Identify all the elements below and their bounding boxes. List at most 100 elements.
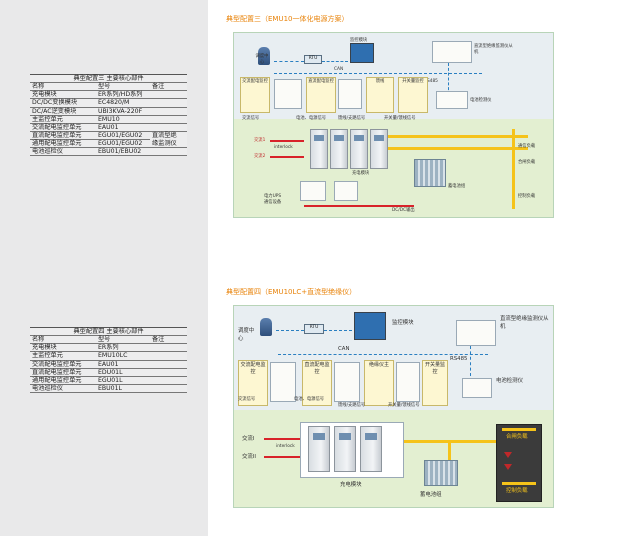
diode-icon: [504, 452, 512, 458]
cell: 直流型绝: [152, 131, 177, 139]
ac2-label: 交流II: [242, 454, 256, 460]
cell: EBU01/EBU02: [96, 147, 150, 157]
cell: EGU01L: [96, 376, 150, 385]
charger-cabinet: [334, 426, 356, 472]
dc-bus: [388, 135, 528, 138]
config4-diagram: 调度中心 RTU 监控模块 CAN 直流型绝缘监测仪从机 RS485 电池检测仪…: [233, 305, 554, 508]
cell: EAU01: [96, 123, 150, 132]
ac-dist-unit: [270, 362, 296, 402]
battery-group-label: 蓄电池组: [448, 184, 466, 189]
charger-cabinet: [330, 129, 348, 169]
closing-load-label: 合闸负载: [506, 434, 528, 440]
cell: DC/DC变换模块: [30, 98, 96, 108]
dcdc-box: [334, 181, 358, 201]
header-note: 备注: [150, 335, 187, 345]
config4-title: 典型配置四（EMU10LC+直流型绝缘仪）: [226, 288, 357, 296]
cell: [150, 360, 187, 369]
cell: 主监控单元: [30, 115, 96, 124]
link: [276, 330, 304, 331]
charger-cabinet: [360, 426, 382, 472]
cell: 通用配电监控单元: [30, 376, 96, 385]
config3-diagram: 调度中心 RTU 监控模块 CAN 直流型绝缘监测仪从机 RS485 电池检测仪…: [233, 32, 554, 218]
cell: EGU01/EGU02: [96, 139, 150, 149]
monitor-module-label: 监控模块: [350, 38, 368, 43]
dc-signal-label: 电池、电源信号: [296, 116, 327, 121]
switch-mon-label: 开关量监控: [424, 362, 445, 375]
output-line: [304, 205, 414, 207]
ac2-line: [264, 456, 302, 458]
can-bus: [278, 354, 488, 355]
dc-dist-label: 直流配电监控: [308, 79, 334, 84]
monitor-module-icon: [354, 312, 386, 340]
cell: [150, 115, 187, 124]
dc-dist-unit: [334, 362, 360, 402]
ac-dist-box: 交流配电监控: [238, 360, 268, 406]
dispatch-center-label: 调度中心: [255, 54, 269, 65]
ac-signal-label: 交流信号: [238, 397, 256, 402]
cell: ER系列: [96, 343, 150, 353]
load-bus: [512, 129, 515, 209]
insulation-label: 直流型绝缘监测仪从机: [474, 44, 513, 55]
load-bus: [502, 482, 536, 485]
monitor-module-label: 监控模块: [392, 320, 414, 326]
rs485-label: RS485: [424, 79, 438, 84]
rs485-label: RS485: [450, 356, 468, 362]
cell: 通用配电监控单元: [30, 139, 96, 149]
battery-group-icon: [414, 159, 446, 187]
insulation-main-box: 绝缘仪主: [364, 360, 394, 406]
charger-cabinet: [308, 426, 330, 472]
config3-title: 典型配置三（EMU10一体化电源方案）: [226, 15, 349, 23]
ups-label: 电力UPS: [264, 194, 282, 199]
dispatch-center-icon: [260, 318, 272, 336]
cell: 电池巡检仪: [30, 384, 96, 394]
ac-dist-unit: [274, 79, 302, 109]
ac2-label: 交流2: [254, 154, 266, 159]
dc-bus: [448, 440, 451, 462]
closing-load-label: 合闸负载: [518, 160, 536, 165]
monitor-module-icon: [350, 43, 374, 63]
header-model: 型号: [96, 82, 150, 92]
ups-box: [300, 181, 326, 201]
header-name: 名称: [30, 335, 96, 345]
insulation-box: [456, 320, 496, 346]
cell: [150, 351, 187, 361]
cell: 交流配电监控单元: [30, 360, 96, 369]
charge-module-label: 充电模块: [340, 482, 362, 488]
link: [448, 63, 449, 95]
power-zone: [234, 119, 553, 217]
can-label: CAN: [338, 346, 350, 352]
charger-cabinet: [310, 129, 328, 169]
rtu-box: RTU: [304, 55, 322, 64]
cell: EBU01L: [96, 384, 150, 394]
ups-devices-label: 通信设备: [264, 200, 282, 205]
link: [274, 61, 304, 62]
ac1-label: 交流I: [242, 436, 255, 442]
battery-detector-box: [436, 91, 468, 109]
cell: EMU10LC: [96, 351, 150, 361]
dispatch-center-icon: [258, 47, 270, 65]
general-dist-label: 开关量监控: [402, 79, 424, 84]
ac2-line: [270, 156, 304, 158]
ac-dist-label: 交流配电监控: [240, 362, 266, 375]
rtu-label: RTU: [308, 56, 318, 61]
feeder-signal-label: 馈线/支路信号: [338, 116, 366, 121]
dc-dist-unit: [338, 79, 362, 109]
cell: 充电模块: [30, 90, 96, 100]
charge-module-label: 充电模块: [352, 171, 370, 176]
cell: [150, 368, 187, 377]
cell: DC/AC逆变模块: [30, 107, 96, 116]
ac1-line: [264, 438, 302, 440]
battery-detector-label: 电池检测仪: [496, 378, 523, 384]
link: [322, 61, 348, 62]
cell: 直流配电监控单元: [30, 368, 96, 377]
ac-dist-label: 交流配电监控: [242, 79, 268, 84]
battery-detector-box: [462, 378, 492, 398]
cell: [150, 147, 187, 157]
cell: 直流配电监控单元: [30, 131, 96, 141]
rtu-box: RTU: [304, 324, 324, 334]
config4-table-title: 典型配置四 主要核心部件: [30, 326, 187, 337]
